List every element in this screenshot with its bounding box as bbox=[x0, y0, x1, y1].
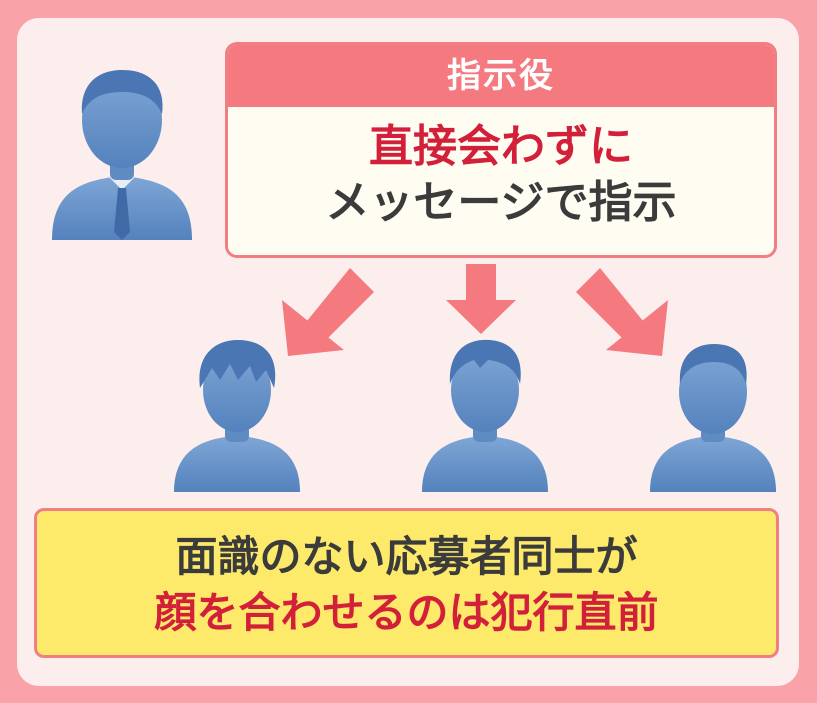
instructor-message: 直接会わずに メッセージで指示 bbox=[228, 107, 774, 231]
down-right-arrow-icon bbox=[576, 268, 668, 356]
conclusion-line-2: 顔を合わせるのは犯行直前 bbox=[154, 588, 659, 637]
instructor-line-2: メッセージで指示 bbox=[325, 177, 677, 228]
applicant-person-icon bbox=[422, 339, 548, 492]
conclusion-box: 面識のない応募者同士が 顔を合わせるのは犯行直前 bbox=[34, 508, 779, 658]
applicant-person-icon bbox=[650, 344, 776, 492]
boss-person-icon bbox=[52, 70, 192, 240]
instructor-title: 指示役 bbox=[228, 45, 774, 107]
instructor-line-1: 直接会わずに bbox=[369, 121, 633, 172]
applicant-person-icon bbox=[174, 340, 300, 492]
down-left-arrow-icon bbox=[282, 268, 374, 356]
conclusion-line-1: 面識のない応募者同士が bbox=[175, 532, 638, 581]
down-arrow-icon bbox=[446, 264, 516, 334]
instructor-box: 指示役 直接会わずに メッセージで指示 bbox=[225, 42, 777, 258]
